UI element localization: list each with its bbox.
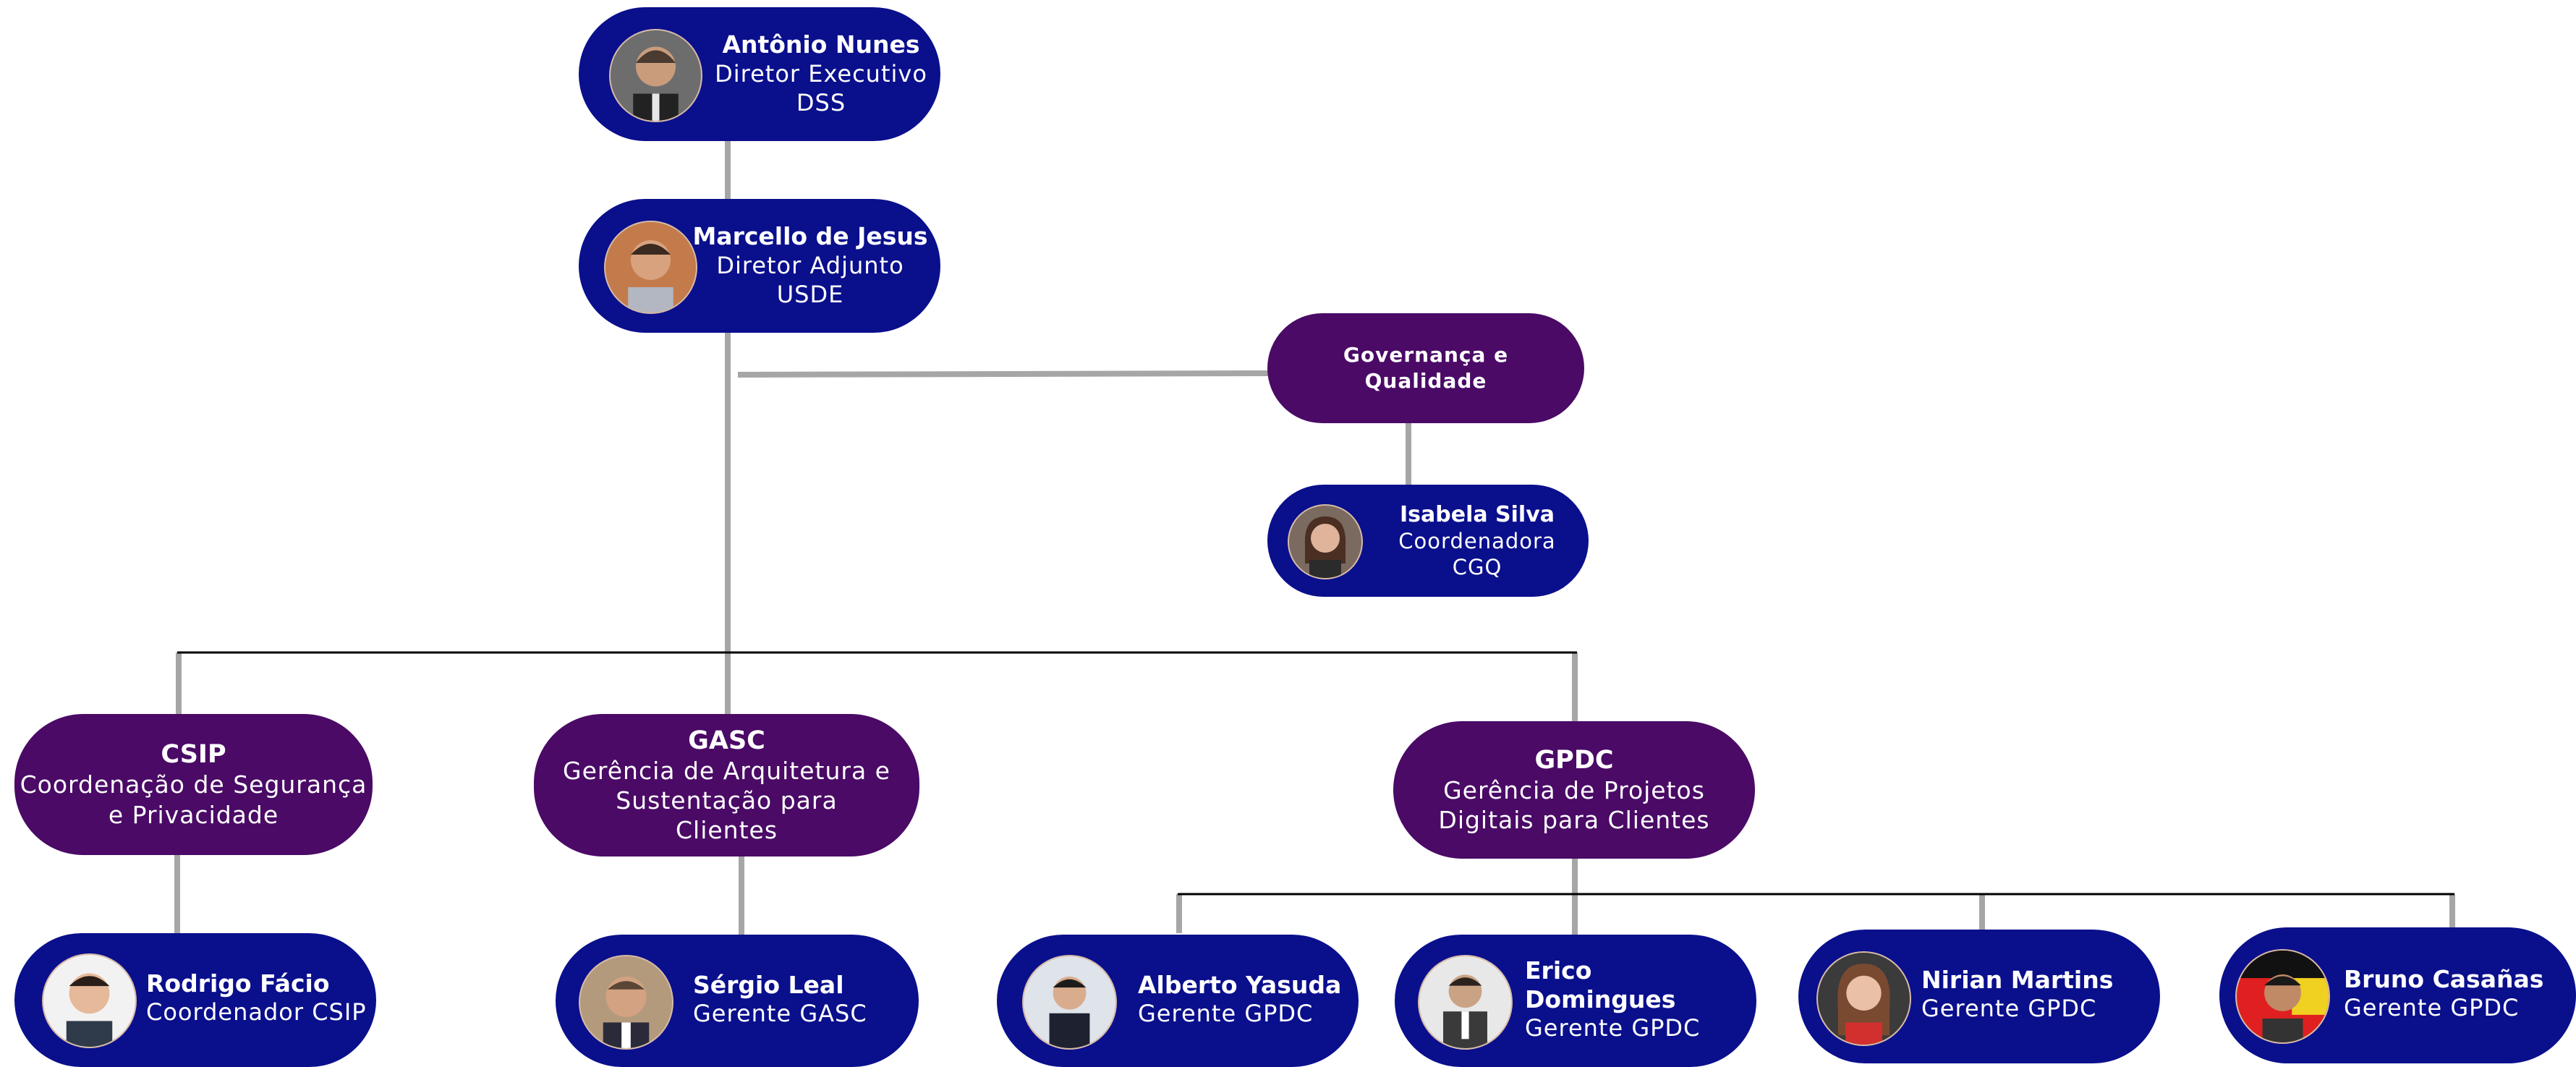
person-role: Gerente GPDC [1525, 1014, 1701, 1042]
node-text: Marcello de Jesus Diretor Adjunto USDE [687, 217, 933, 315]
node-alberto-yasuda[interactable]: Alberto Yasuda Gerente GPDC [997, 935, 1359, 1067]
node-text: Antônio Nunes Diretor Executivo DSS [709, 25, 933, 123]
node-isabela-silva[interactable]: Isabela Silva Coordenadora CGQ [1267, 485, 1589, 597]
node-marcello-de-jesus[interactable]: Marcello de Jesus Diretor Adjunto USDE [579, 199, 940, 333]
node-erico-domingues[interactable]: Erico Domingues Gerente GPDC [1395, 935, 1756, 1067]
avatar [604, 221, 697, 314]
unit-desc-line3: Clientes [675, 816, 778, 845]
unit-desc-line2: e Privacidade [108, 800, 279, 829]
avatar [609, 29, 702, 122]
unit-title-line1: Governança e [1343, 342, 1509, 367]
unit-title-line2: Qualidade [1364, 369, 1487, 393]
avatar [42, 953, 137, 1048]
person-role: Gerente GPDC [1921, 995, 2097, 1023]
node-text: Bruno Casañas Gerente GPDC [2344, 951, 2572, 1037]
person-unit: DSS [796, 89, 846, 117]
node-gasc[interactable]: GASC Gerência de Arquitetura e Sustentaç… [534, 714, 919, 856]
person-role: Diretor Adjunto [716, 251, 904, 279]
person-name: Rodrigo Fácio [146, 969, 330, 998]
node-governanca-qualidade[interactable]: Governança e Qualidade [1267, 313, 1584, 423]
node-text: Nirian Martins Gerente GPDC [1921, 951, 2149, 1038]
node-text: Erico Domingues Gerente GPDC [1525, 956, 1749, 1043]
person-name: Isabela Silva [1399, 501, 1555, 527]
avatar [1816, 951, 1911, 1046]
node-nirian-martins[interactable]: Nirian Martins Gerente GPDC [1798, 930, 2160, 1063]
node-sergio-leal[interactable]: Sérgio Leal Gerente GASC [556, 935, 919, 1067]
person-name: Erico Domingues [1525, 956, 1676, 1013]
person-role: Coordenador CSIP [146, 998, 367, 1026]
person-name: Bruno Casañas [2344, 964, 2544, 993]
unit-title: GASC [688, 726, 765, 755]
unit-title: GPDC [1534, 745, 1614, 775]
unit-desc-line1: Gerência de Projetos [1443, 775, 1705, 804]
node-text: Isabela Silva Coordenadora CGQ [1376, 499, 1578, 582]
node-gpdc[interactable]: GPDC Gerência de Projetos Digitais para … [1393, 721, 1755, 859]
node-text: Sérgio Leal Gerente GASC [693, 956, 910, 1043]
person-name: Alberto Yasuda [1138, 970, 1342, 999]
avatar [1418, 955, 1513, 1050]
unit-desc-line2: Digitais para Clientes [1438, 806, 1710, 834]
person-name: Marcello de Jesus [692, 222, 928, 251]
avatar [1022, 955, 1117, 1050]
unit-desc-line1: Gerência de Arquitetura e [563, 756, 890, 785]
person-role: Gerente GPDC [1138, 1000, 1314, 1028]
person-role: Gerente GPDC [2344, 994, 2520, 1022]
connector-trunk-governanca [737, 370, 1270, 378]
unit-title: CSIP [161, 740, 226, 770]
node-text: Rodrigo Fácio Coordenador CSIP [146, 955, 370, 1042]
node-rodrigo-facio[interactable]: Rodrigo Fácio Coordenador CSIP [14, 933, 376, 1067]
person-role: Diretor Executivo [715, 59, 927, 88]
unit-desc-line2: Sustentação para [616, 786, 838, 815]
avatar [579, 955, 673, 1050]
node-bruno-casanas[interactable]: Bruno Casañas Gerente GPDC [2219, 927, 2576, 1063]
person-name: Nirian Martins [1921, 965, 2114, 994]
node-text: Alberto Yasuda Gerente GPDC [1138, 956, 1355, 1043]
person-role: Coordenadora [1398, 529, 1556, 553]
avatar [2235, 949, 2330, 1044]
node-csip[interactable]: CSIP Coordenação de Segurança e Privacid… [14, 714, 373, 855]
person-name: Sérgio Leal [693, 970, 844, 999]
person-name: Antônio Nunes [722, 30, 920, 59]
unit-desc-line1: Coordenação de Segurança [20, 770, 367, 799]
person-unit: USDE [776, 281, 844, 309]
person-role: Gerente GASC [693, 1000, 867, 1028]
person-unit: CGQ [1452, 555, 1502, 580]
avatar [1288, 504, 1363, 579]
node-antonio-nunes[interactable]: Antônio Nunes Diretor Executivo DSS [579, 7, 940, 141]
